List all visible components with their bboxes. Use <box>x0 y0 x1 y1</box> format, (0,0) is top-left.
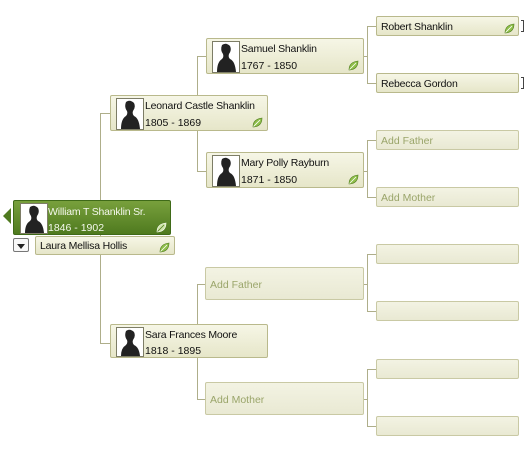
connector-line <box>100 113 110 114</box>
connector-line <box>367 426 376 427</box>
person-name: Samuel Shanklin <box>241 43 317 55</box>
leaf-hint-icon[interactable] <box>348 58 359 71</box>
add-father-label: Add Father <box>210 279 262 291</box>
person-silhouette-icon <box>212 41 240 73</box>
add-mother-label: Add Mother <box>381 192 436 204</box>
connector-line <box>367 197 376 198</box>
connector-line <box>197 284 206 285</box>
connector-line <box>197 171 206 172</box>
add-great-grandfather-button[interactable]: Add Father <box>376 130 519 150</box>
person-silhouette-icon <box>116 327 144 357</box>
person-silhouette-icon <box>212 155 240 187</box>
person-dates: 1767 - 1850 <box>241 60 298 72</box>
leaf-hint-icon[interactable] <box>348 172 359 185</box>
connector-line <box>367 369 368 426</box>
navigate-back-arrow-icon[interactable] <box>3 208 11 224</box>
add-father-label: Add Father <box>381 135 433 147</box>
great-grandfather-card[interactable]: Robert Shanklin <box>376 16 519 36</box>
connector-line <box>367 140 376 141</box>
expand-tree-marker-icon[interactable] <box>521 20 524 32</box>
leaf-hint-icon[interactable] <box>156 220 167 233</box>
connector-line <box>197 56 206 57</box>
connector-line <box>363 171 368 172</box>
connector-line <box>367 140 368 197</box>
great-grandmother-card[interactable]: Rebecca Gordon <box>376 73 519 93</box>
person-silhouette-icon <box>20 203 48 234</box>
connector-line <box>363 399 368 400</box>
person-dates: 1871 - 1850 <box>241 174 298 186</box>
empty-ancestor-slot[interactable] <box>376 359 519 379</box>
leaf-hint-icon[interactable] <box>159 240 170 253</box>
leaf-hint-icon[interactable] <box>504 21 515 34</box>
connector-line <box>367 26 368 83</box>
person-name: Robert Shanklin <box>381 21 453 33</box>
empty-ancestor-slot[interactable] <box>376 301 519 321</box>
connector-line <box>363 284 368 285</box>
add-maternal-grandfather-button[interactable]: Add Father <box>205 267 364 300</box>
person-name: Sara Frances Moore <box>145 329 238 341</box>
spouse-name: Laura Mellisa Hollis <box>40 240 128 252</box>
spouse-dropdown-button[interactable] <box>13 238 29 252</box>
empty-ancestor-slot[interactable] <box>376 244 519 264</box>
connector-line <box>367 311 376 312</box>
connector-line <box>367 254 368 311</box>
person-dates: 1846 - 1902 <box>48 222 105 234</box>
mother-card[interactable]: Sara Frances Moore 1818 - 1895 <box>110 324 268 358</box>
add-maternal-grandmother-button[interactable]: Add Mother <box>205 382 364 415</box>
empty-ancestor-slot[interactable] <box>376 416 519 436</box>
expand-tree-marker-icon[interactable] <box>521 77 524 89</box>
chevron-down-icon <box>17 244 25 249</box>
add-mother-label: Add Mother <box>210 394 265 406</box>
person-name: Leonard Castle Shanklin <box>145 100 255 112</box>
connector-line <box>367 26 376 27</box>
person-dates: 1818 - 1895 <box>145 345 202 357</box>
person-dates: 1805 - 1869 <box>145 117 202 129</box>
connector-line <box>367 254 376 255</box>
father-card[interactable]: Leonard Castle Shanklin 1805 - 1869 <box>110 95 268 131</box>
paternal-grandmother-card[interactable]: Mary Polly Rayburn 1871 - 1850 <box>206 152 364 188</box>
connector-line <box>363 56 368 57</box>
person-name: William T Shanklin Sr. <box>48 206 146 218</box>
connector-line <box>100 343 110 344</box>
connector-line <box>197 399 206 400</box>
paternal-grandfather-card[interactable]: Samuel Shanklin 1767 - 1850 <box>206 38 364 74</box>
connector-line <box>367 83 376 84</box>
person-name: Mary Polly Rayburn <box>241 157 330 169</box>
person-silhouette-icon <box>116 98 144 130</box>
person-name: Rebecca Gordon <box>381 78 458 90</box>
spouse-card[interactable]: Laura Mellisa Hollis <box>35 236 175 255</box>
root-person-card[interactable]: William T Shanklin Sr. 1846 - 1902 <box>13 200 171 235</box>
connector-line <box>367 369 376 370</box>
add-great-grandmother-button[interactable]: Add Mother <box>376 187 519 207</box>
leaf-hint-icon[interactable] <box>252 115 263 128</box>
